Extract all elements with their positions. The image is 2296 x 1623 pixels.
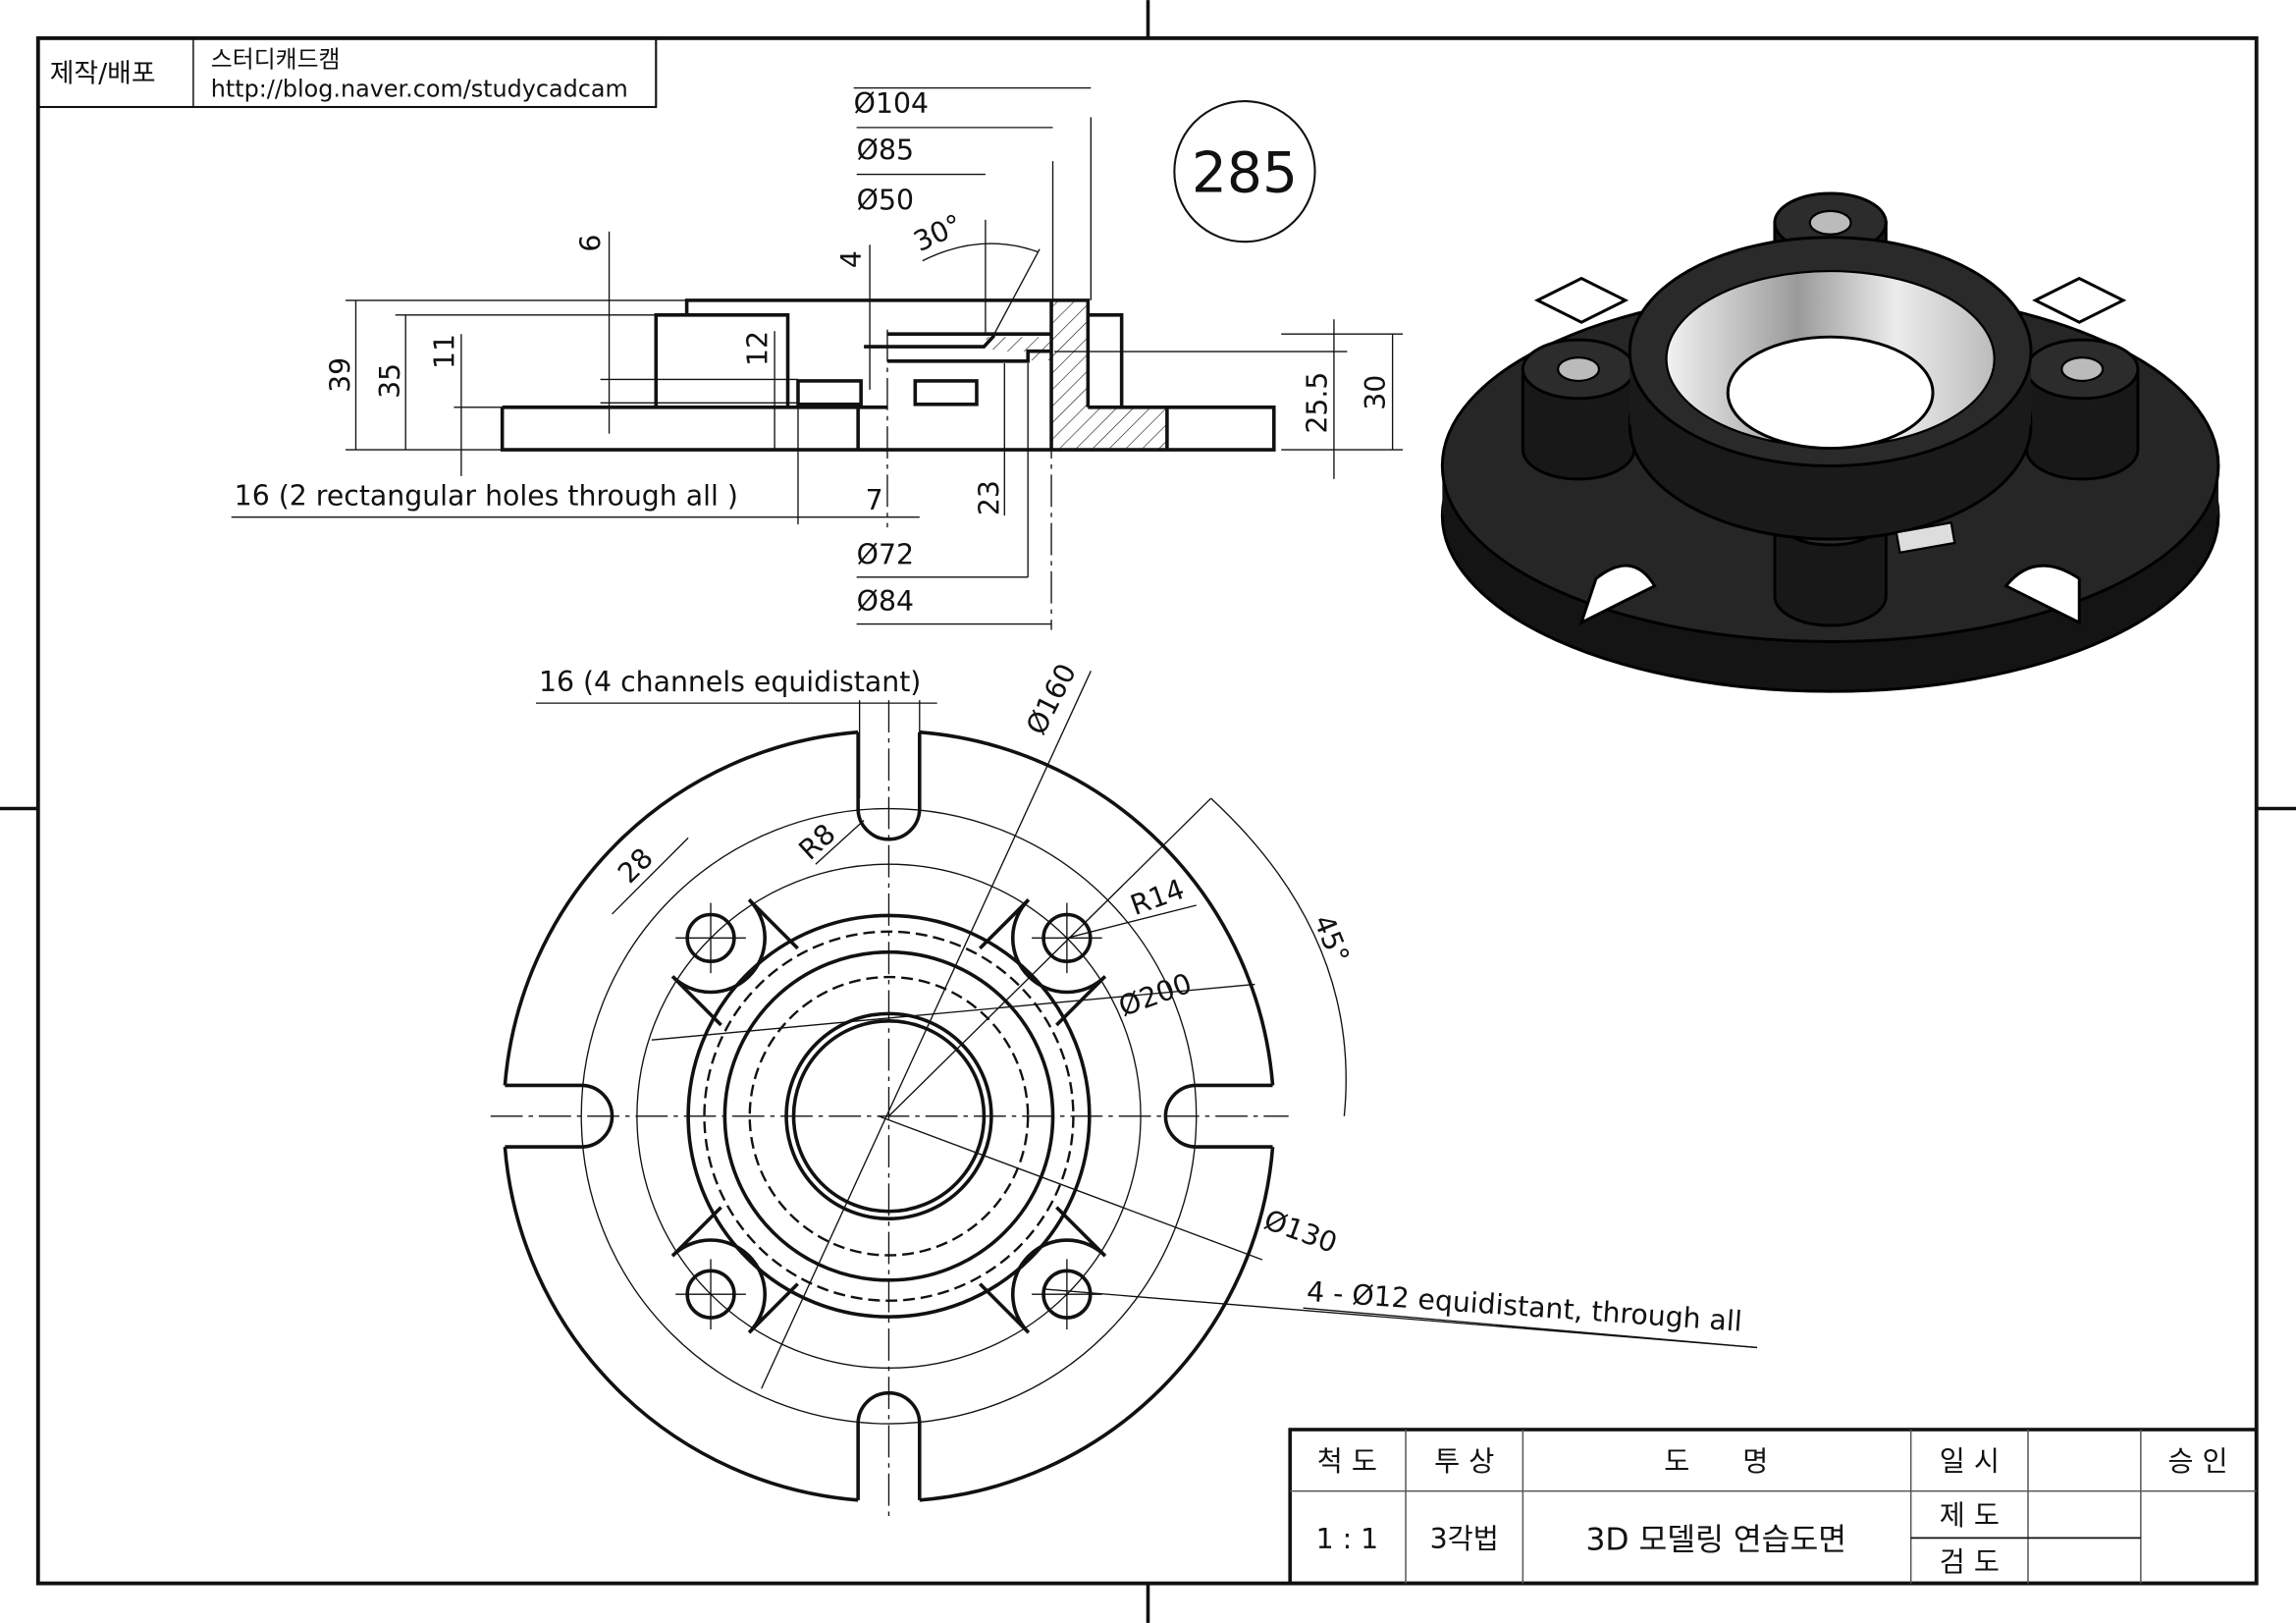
scale-value: 1 : 1 [1316, 1523, 1379, 1555]
iso-bolt-hole [2060, 355, 2105, 383]
dim-4: 4 [835, 250, 868, 268]
mounting-boss [670, 1206, 799, 1334]
dim-30: 30 [1360, 375, 1392, 410]
dim-d84: Ø84 [857, 585, 914, 618]
dim-39: 39 [325, 357, 357, 393]
header-box: 제작/배포 스터디캐드캠 http://blog.naver.com/study… [36, 36, 658, 109]
dim-25-5: 25.5 [1301, 372, 1333, 434]
dim-angle30: 30° [909, 208, 967, 258]
dim-d200: Ø200 [1114, 967, 1196, 1023]
header-label: 제작/배포 [50, 59, 156, 89]
drawing-number: 285 [1192, 141, 1298, 206]
isometric-model [1440, 191, 2220, 693]
dim-d160: Ø160 [1020, 659, 1083, 740]
dim-d50: Ø50 [857, 184, 914, 216]
iso-boss-body [2025, 367, 2140, 481]
name-label: 도 명 [1664, 1445, 1768, 1478]
mounting-boss [979, 1206, 1107, 1334]
section-hatch [984, 299, 1167, 451]
title-block: 척 도 투 상 도 명 일 시 승 인 1 : 1 3각법 3D 모델링 연습도… [1288, 1428, 2259, 1586]
iso-bolt-hole [1808, 209, 1852, 236]
dim-35: 35 [374, 363, 406, 399]
dim-28: 28 [612, 841, 660, 890]
outer-flange-outline [503, 730, 1275, 1502]
drawn-label: 제 도 [1940, 1499, 2000, 1532]
dim-r8: R8 [793, 818, 842, 867]
rect-holes-note: 16 (2 rectangular holes through all ) [235, 480, 738, 513]
iso-bolt-hole [1557, 355, 1601, 383]
iso-boss-body [1521, 367, 1636, 481]
projection-value: 3각법 [1430, 1523, 1499, 1555]
projection-label: 투 상 [1434, 1445, 1494, 1478]
dim-d130: Ø130 [1259, 1204, 1341, 1260]
checked-label: 검 도 [1940, 1546, 2000, 1579]
dim-11: 11 [428, 334, 460, 369]
iso-boss-body [1773, 514, 1888, 627]
drawing-number-badge: 285 [1173, 99, 1316, 243]
drawing-name: 3D 모델링 연습도면 [1585, 1522, 1846, 1557]
top-view: 16 (4 channels equidistant) Ø160 R8 28 R… [490, 659, 1758, 1518]
dim-d72: Ø72 [857, 538, 914, 570]
mounting-boss [979, 898, 1107, 1027]
dim-d85: Ø85 [857, 135, 914, 167]
header-url: http://blog.naver.com/studycadcam [211, 76, 628, 103]
scale-label: 척 도 [1317, 1445, 1377, 1478]
dim-d104: Ø104 [854, 87, 929, 120]
dim-6: 6 [575, 235, 608, 252]
date-label: 일 시 [1940, 1445, 2000, 1478]
approval-label: 승 인 [2167, 1445, 2227, 1478]
dim-angle45: 45° [1308, 910, 1356, 968]
side-view: Ø104 Ø85 Ø50 30° 4 6 39 35 11 12 25.5 30… [231, 86, 1404, 630]
header-author: 스터디캐드캠 [211, 46, 341, 74]
dim-r14: R14 [1126, 873, 1189, 922]
dim-7: 7 [866, 484, 883, 516]
mounting-boss [670, 898, 799, 1027]
dim-channels: 16 (4 channels equidistant) [539, 666, 921, 698]
dim-12: 12 [742, 331, 774, 366]
dim-23: 23 [973, 480, 1005, 515]
